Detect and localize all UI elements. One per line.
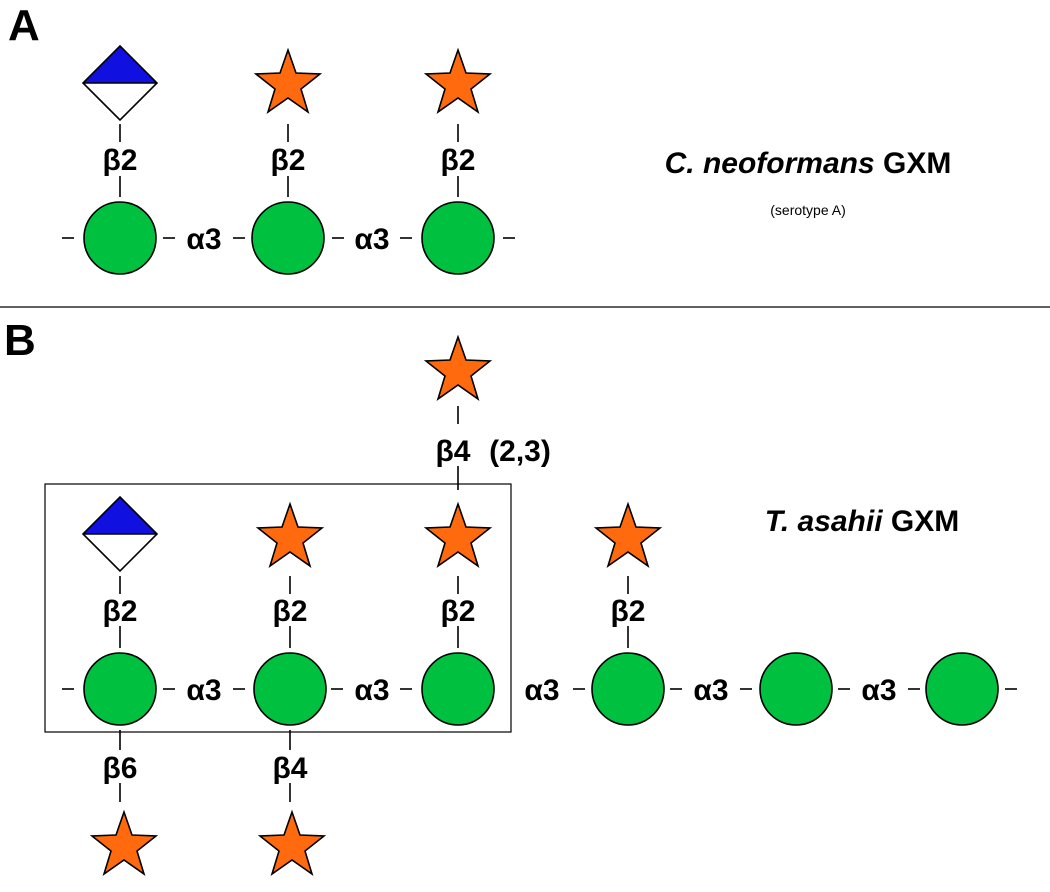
green-circle-icon bbox=[251, 201, 325, 275]
orange-star-icon bbox=[91, 811, 157, 875]
green-circle-icon bbox=[83, 201, 157, 275]
green-circle-icon bbox=[591, 652, 665, 726]
panel-a-structure: β2 β2 β2 α3 α3 C. neoformans GXM (seroty… bbox=[62, 44, 952, 275]
green-circle-icon bbox=[925, 652, 999, 726]
panel-a-label: A bbox=[8, 1, 40, 50]
linkage-label: α3 bbox=[186, 674, 221, 707]
linkage-label: β2 bbox=[103, 595, 138, 628]
organism-name: T. asahii bbox=[765, 505, 883, 538]
panel-a-title: C. neoformans GXM bbox=[665, 147, 952, 180]
linkage-label: α3 bbox=[861, 674, 896, 707]
linkage-label: α3 bbox=[354, 223, 389, 256]
linkage-label: β2 bbox=[611, 595, 646, 628]
polysaccharide-name: GXM bbox=[883, 147, 951, 180]
repeat-unit-box bbox=[44, 483, 512, 733]
green-circle-icon bbox=[421, 201, 495, 275]
half-blue-diamond-icon bbox=[81, 495, 159, 573]
organism-name: C. neoformans bbox=[665, 147, 875, 180]
orange-star-icon bbox=[259, 811, 325, 875]
linkage-label: β2 bbox=[441, 595, 476, 628]
linkage-label: β6 bbox=[103, 752, 138, 785]
linkage-label: β4 bbox=[436, 435, 471, 468]
linkage-position-note: (2,3) bbox=[489, 435, 551, 468]
linkage-label: α3 bbox=[354, 674, 389, 707]
polysaccharide-name: GXM bbox=[891, 505, 959, 538]
linkage-label: α3 bbox=[186, 223, 221, 256]
half-blue-diamond-icon bbox=[81, 44, 159, 122]
linkage-label: β2 bbox=[271, 144, 306, 177]
panel-b-title: T. asahii GXM bbox=[765, 505, 960, 538]
linkage-label: α3 bbox=[524, 674, 559, 707]
orange-star-icon bbox=[425, 336, 491, 400]
orange-star-icon bbox=[425, 49, 491, 113]
linkage-label: α3 bbox=[693, 674, 728, 707]
orange-star-icon bbox=[425, 503, 491, 567]
orange-star-icon bbox=[595, 503, 661, 567]
linkage-label: β2 bbox=[103, 144, 138, 177]
serotype-note: (serotype A) bbox=[770, 202, 845, 218]
linkage-label: β2 bbox=[273, 595, 308, 628]
orange-star-icon bbox=[255, 49, 321, 113]
panel-b-structure: β4 (2,3) β2 β2 β2 β2 α3 α3 α3 α3 α3 β6 β… bbox=[44, 336, 1017, 875]
orange-star-icon bbox=[257, 503, 323, 567]
green-circle-icon bbox=[253, 652, 327, 726]
panel-b-label: B bbox=[4, 316, 36, 365]
green-circle-icon bbox=[759, 652, 833, 726]
green-circle-icon bbox=[83, 652, 157, 726]
green-circle-icon bbox=[421, 652, 495, 726]
linkage-label: β4 bbox=[273, 752, 308, 785]
linkage-label: β2 bbox=[441, 144, 476, 177]
